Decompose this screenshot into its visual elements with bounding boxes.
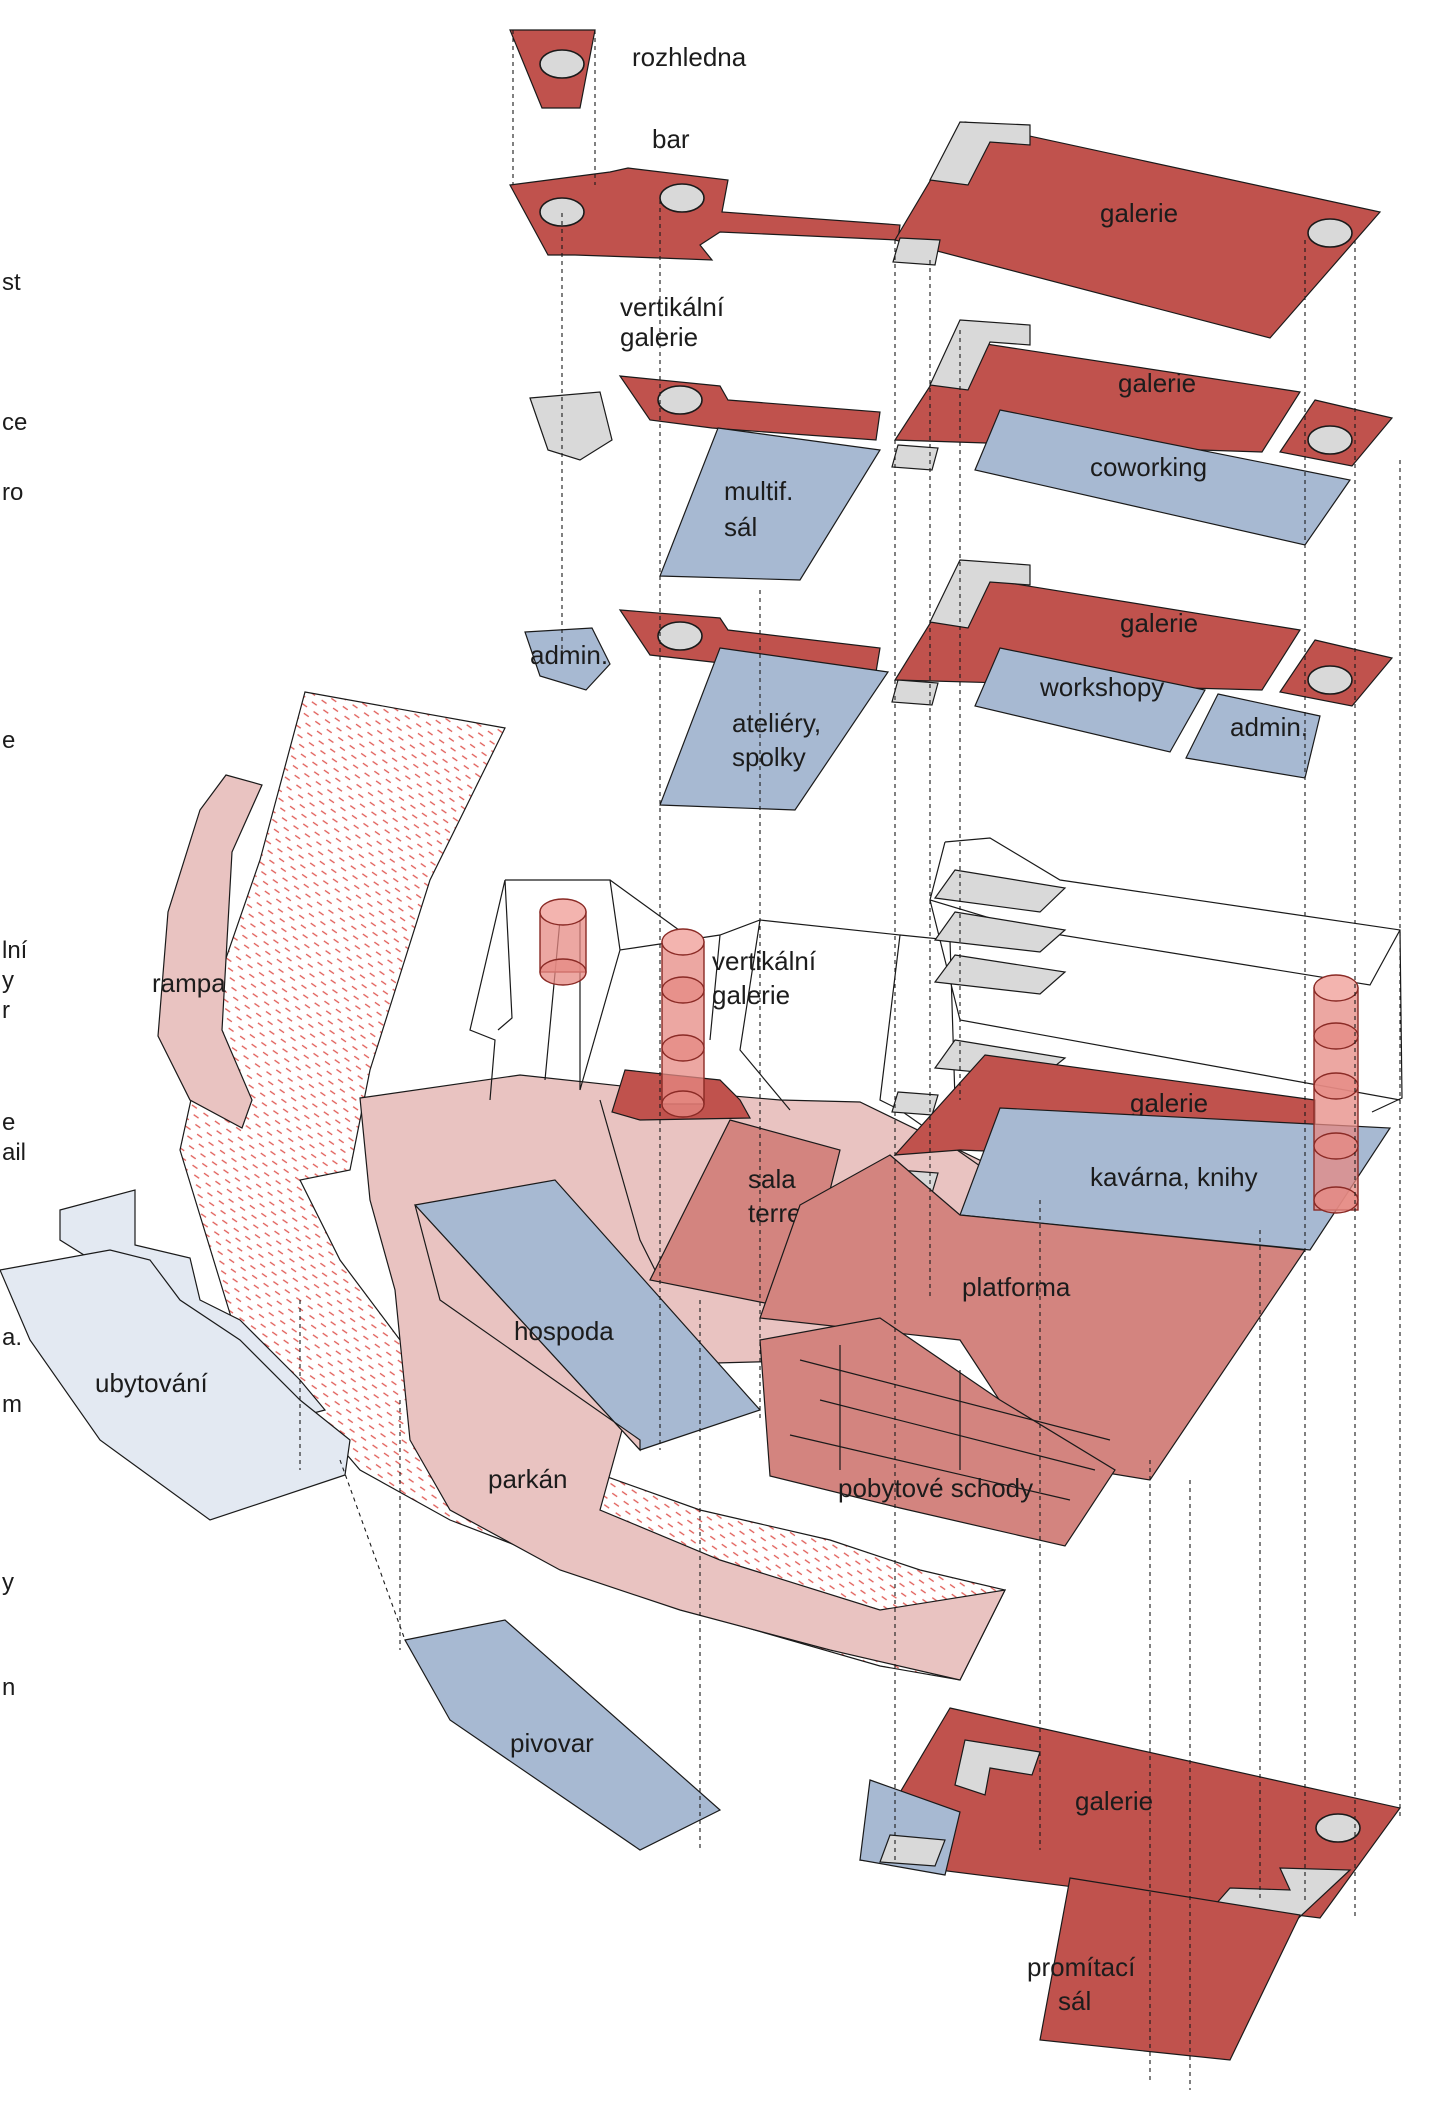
vertical-shaft-opening	[1307, 218, 1353, 248]
gutter-fragment: e	[2, 727, 15, 754]
gallery-level-3-label: galerie	[1118, 368, 1196, 398]
lift-shaft-cylinder-left	[539, 898, 587, 986]
gutter-fragment: e	[2, 1109, 15, 1136]
rozhledna-label: rozhledna	[632, 42, 747, 72]
ramp-label: rampa	[152, 968, 226, 998]
stair-slab	[933, 869, 1067, 913]
vertical-shaft-opening	[1307, 665, 1353, 695]
pub-label: hospoda	[514, 1316, 614, 1346]
projection-hall-label-2: sál	[1058, 1986, 1091, 2016]
level-2: admin. ateliéry, spolky galerie workshop…	[524, 559, 1394, 811]
level-3: vertikální galerie multif. sál galerie c…	[529, 292, 1394, 581]
gallery-ground-label: galerie	[1130, 1088, 1208, 1118]
pub-side	[414, 1204, 641, 1452]
vertical-gallery-lower-label-2: galerie	[712, 980, 790, 1010]
platform-label: platforma	[962, 1272, 1071, 1302]
seating-steps-edges	[789, 1345, 1111, 1501]
admin-right-label: admin.	[1230, 712, 1308, 742]
vertical-shaft-opening	[1307, 425, 1353, 455]
projection-hall	[1039, 1877, 1301, 2061]
vertical-shaft-opening	[539, 49, 585, 79]
studios-clubs	[659, 647, 890, 811]
stair-slab	[933, 911, 1067, 953]
gutter-fragment: st	[2, 269, 21, 296]
gutter-fragment: m	[2, 1391, 22, 1418]
stair-slab	[933, 954, 1067, 995]
gallery-top-label: galerie	[1100, 198, 1178, 228]
vertical-gallery-upper-label-2: galerie	[620, 322, 698, 352]
workshops-label: workshopy	[1039, 672, 1164, 702]
projection-lines	[299, 30, 1401, 2090]
vertical-shaft-opening	[539, 197, 585, 227]
bar-floor	[509, 167, 901, 261]
stair-landing	[891, 1091, 939, 1116]
service-core	[929, 121, 1031, 186]
stair-landing	[891, 444, 939, 471]
ramp	[157, 774, 263, 1129]
seating-steps	[759, 1317, 1116, 1547]
vertical-shaft-opening	[1315, 1813, 1361, 1843]
service-core	[929, 319, 1031, 391]
studios-label-1: ateliéry,	[732, 708, 821, 738]
studios-label-2: spolky	[732, 742, 806, 772]
gutter-fragment: ce	[2, 409, 27, 436]
lift-shaft-cylinder-center	[661, 928, 705, 1118]
gutter-fragment: y	[2, 1569, 14, 1596]
multipurpose-hall-label-2: sál	[724, 512, 757, 542]
gutter-fragment: ro	[2, 479, 23, 506]
basement-level: galerie promítací sál	[859, 1707, 1402, 2061]
multipurpose-hall-label-1: multif.	[724, 476, 793, 506]
left-gutter-text: st ce ro e lní y r e ail a. m y n	[2, 269, 28, 1701]
gutter-fragment: lní	[2, 937, 28, 964]
brewery-floor	[404, 1619, 722, 1851]
gutter-fragment: n	[2, 1674, 15, 1701]
vertical-shaft-opening	[659, 183, 705, 213]
stair-block	[529, 391, 613, 461]
vertical-gallery-floor	[618, 375, 881, 441]
gutter-fragment: r	[2, 997, 10, 1024]
bar-label: bar	[652, 124, 690, 154]
lift-shaft-cylinder-right	[1313, 974, 1359, 1214]
cafe-books	[959, 1107, 1392, 1251]
coworking-label: coworking	[1090, 452, 1207, 482]
accommodation-floor	[0, 1249, 351, 1521]
vertical-shaft-opening	[657, 621, 703, 651]
seating-steps-label: pobytové schody	[838, 1473, 1033, 1503]
admin-left-room	[524, 627, 611, 691]
gallery-basement-label: galerie	[1075, 1786, 1153, 1816]
stair-landing	[891, 679, 939, 706]
ground-level: rampa vertikální galerie	[152, 691, 1403, 1681]
gallery-level-2-label: galerie	[1120, 608, 1198, 638]
brewery-label: pivovar	[510, 1728, 594, 1758]
cafe-label: kavárna, knihy	[1090, 1162, 1258, 1192]
gutter-fragment: a.	[2, 1324, 22, 1351]
brewery: pivovar	[404, 1619, 722, 1851]
admin-left-label: admin.	[530, 640, 608, 670]
gallery-top-floor	[894, 121, 1382, 339]
projection-hall-label-1: promítací	[1027, 1952, 1136, 1982]
vertical-gallery-upper-label-1: vertikální	[620, 292, 725, 322]
multipurpose-hall	[659, 427, 881, 581]
workshops	[974, 647, 1206, 753]
accommodation-label: ubytování	[95, 1368, 209, 1398]
vertical-shaft-opening	[657, 385, 703, 415]
accommodation: ubytování	[0, 1189, 351, 1521]
basement-small-room	[879, 1834, 946, 1867]
level-roof: rozhledna bar galerie	[509, 29, 1382, 339]
gutter-fragment: ail	[2, 1139, 26, 1166]
stair-landing	[892, 237, 941, 266]
gutter-fragment: y	[2, 967, 14, 994]
parkan-label: parkán	[488, 1464, 568, 1494]
vertical-gallery-lower-label-1: vertikální	[712, 946, 817, 976]
sala-terrena-label-1: sala	[748, 1164, 796, 1194]
